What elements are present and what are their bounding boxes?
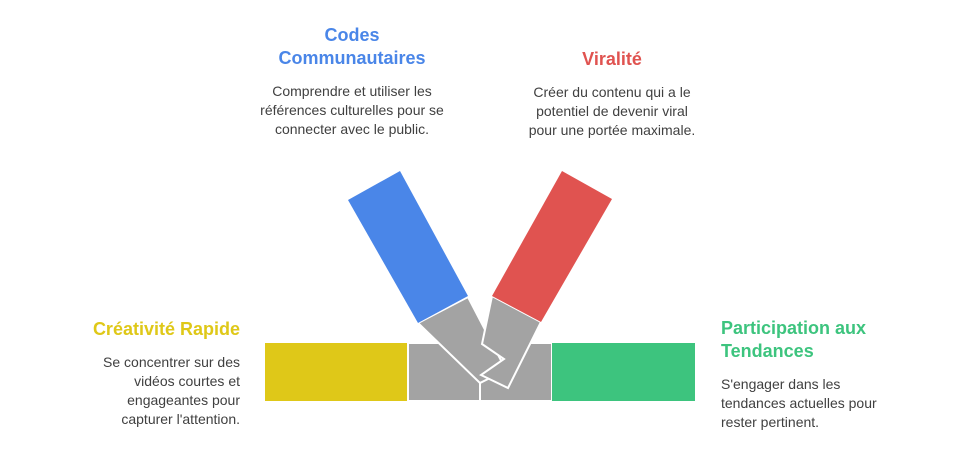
participation-title: Participation aux Tendances	[721, 318, 867, 361]
participation-bar	[552, 343, 695, 401]
creativite-block: Créativité Rapide Se concentrer sur des …	[58, 318, 240, 429]
viralite-title: Viralité	[582, 49, 642, 69]
participation-desc: S'engager dans les tendances actuelles p…	[721, 376, 877, 430]
viralite-bar	[492, 171, 612, 322]
creativite-title: Créativité Rapide	[92, 319, 240, 339]
creativite-desc: Se concentrer sur des vidéos courtes et …	[103, 354, 240, 427]
creativite-bar	[265, 343, 408, 401]
codes-desc: Comprendre et utiliser les références cu…	[260, 83, 444, 137]
codes-bar	[348, 171, 468, 323]
viralite-block: Viralité Créer du contenu qui a le poten…	[512, 48, 712, 140]
codes-title: Codes Communautaires	[278, 25, 426, 68]
participation-block: Participation aux Tendances S'engager da…	[721, 317, 921, 432]
viralite-desc: Créer du contenu qui a le potentiel de d…	[528, 84, 696, 138]
codes-block: Codes Communautaires Comprendre et utili…	[252, 24, 452, 139]
